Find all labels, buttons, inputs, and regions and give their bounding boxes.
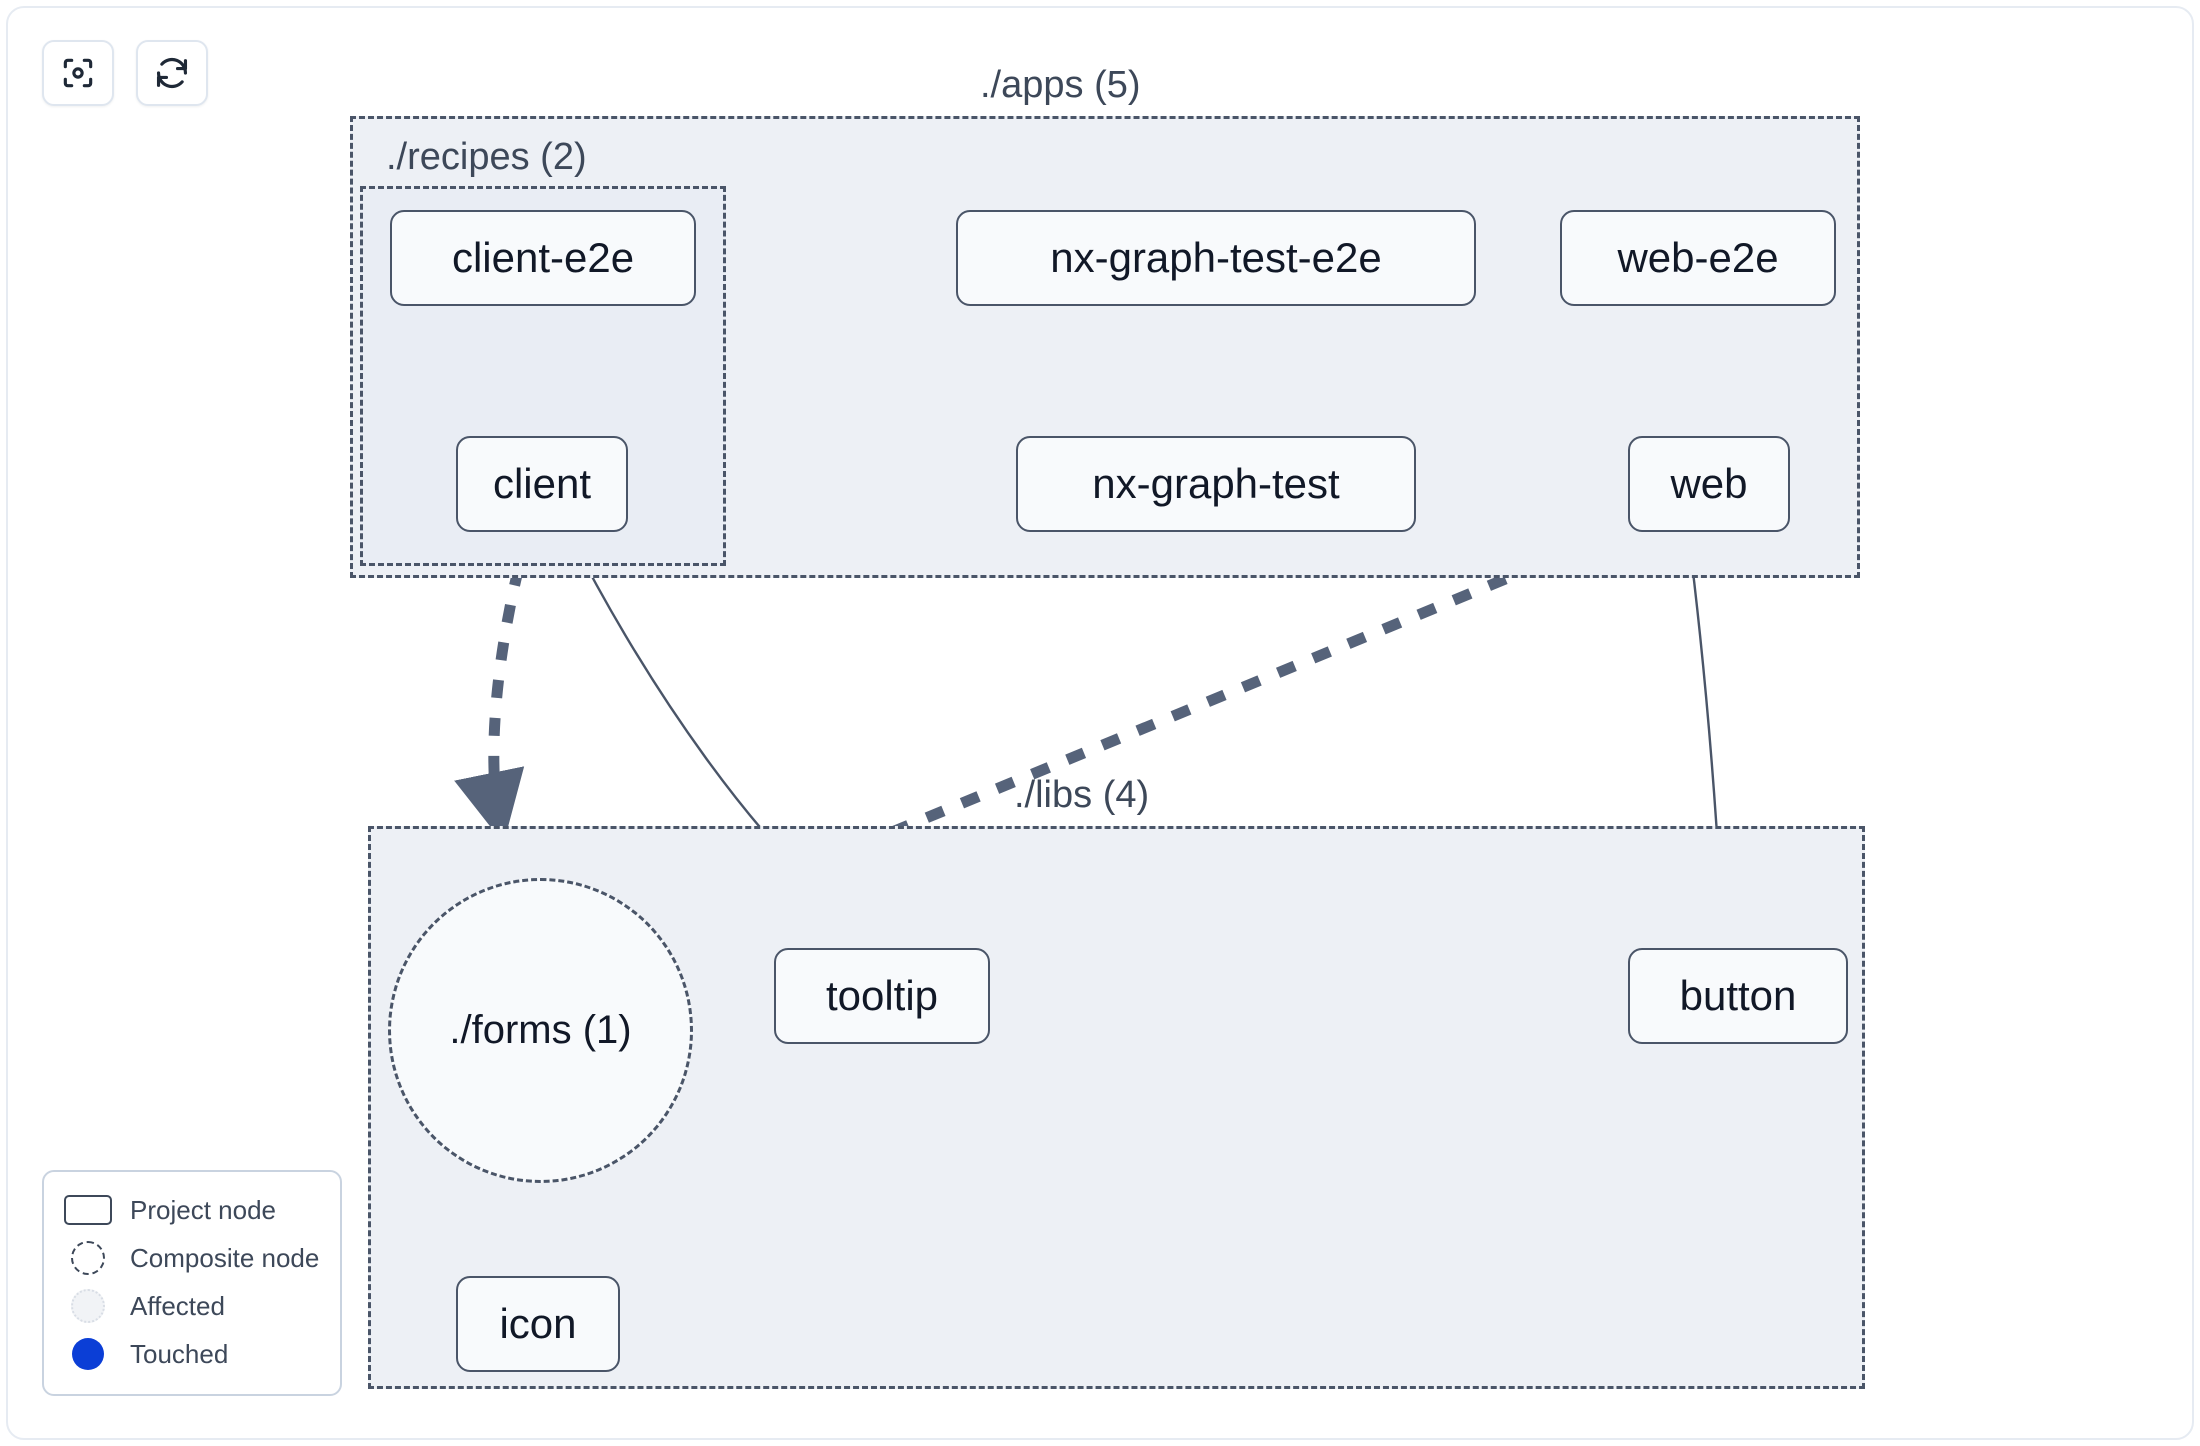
node-tooltip[interactable]: tooltip xyxy=(774,948,990,1044)
legend-label-project-node: Project node xyxy=(130,1194,276,1225)
affected-swatch xyxy=(62,1289,114,1323)
legend-item-affected: Affected xyxy=(62,1282,322,1330)
legend-item-touched: Touched xyxy=(62,1330,322,1378)
node-web-e2e[interactable]: web-e2e xyxy=(1560,210,1836,306)
node-button[interactable]: button xyxy=(1628,948,1848,1044)
legend-label-affected: Affected xyxy=(130,1290,225,1321)
graph-card: ./apps (5) ./recipes (2) ./libs (4) xyxy=(6,6,2194,1440)
node-nx-graph-test-e2e[interactable]: nx-graph-test-e2e xyxy=(956,210,1476,306)
node-forms[interactable]: ./forms (1) xyxy=(388,878,693,1183)
graph-toolbar xyxy=(42,40,208,106)
legend-label-composite-node: Composite node xyxy=(130,1242,320,1273)
graph-legend: Project node Composite node Affected Tou… xyxy=(42,1170,342,1396)
legend-label-touched: Touched xyxy=(130,1338,229,1369)
group-apps-label: ./apps (5) xyxy=(980,64,1141,106)
node-icon[interactable]: icon xyxy=(456,1276,620,1372)
focus-graph-button[interactable] xyxy=(42,40,114,106)
node-client[interactable]: client xyxy=(456,436,628,532)
node-web[interactable]: web xyxy=(1628,436,1790,532)
group-recipes-label: ./recipes (2) xyxy=(386,136,587,178)
touched-swatch xyxy=(62,1338,114,1370)
group-libs-label: ./libs (4) xyxy=(1014,774,1150,816)
node-client-e2e[interactable]: client-e2e xyxy=(390,210,696,306)
project-node-swatch xyxy=(62,1195,114,1225)
legend-item-project-node: Project node xyxy=(62,1186,322,1234)
refresh-graph-button[interactable] xyxy=(136,40,208,106)
legend-item-composite-node: Composite node xyxy=(62,1234,322,1282)
focus-target-icon xyxy=(63,58,93,88)
node-nx-graph-test[interactable]: nx-graph-test xyxy=(1016,436,1416,532)
composite-node-swatch xyxy=(62,1241,114,1275)
refresh-icon xyxy=(156,57,188,89)
